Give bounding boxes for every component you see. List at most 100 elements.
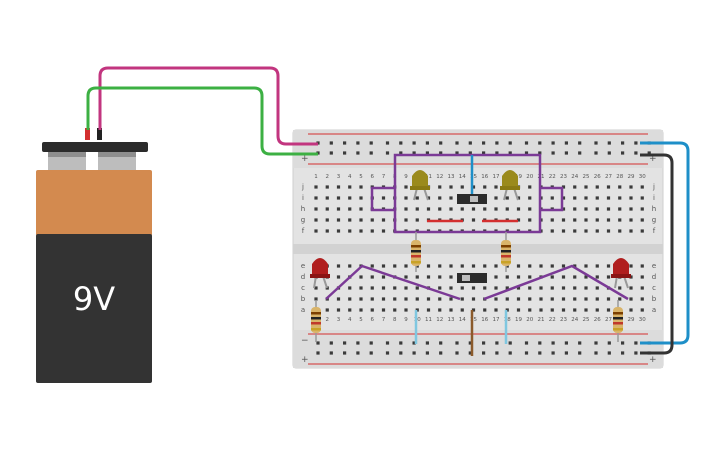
breadboard-hole[interactable] — [438, 297, 442, 301]
breadboard-hole[interactable] — [494, 286, 498, 290]
breadboard-hole[interactable] — [607, 351, 611, 355]
breadboard-hole[interactable] — [415, 275, 419, 279]
breadboard-hole[interactable] — [550, 218, 554, 222]
breadboard-hole[interactable] — [425, 141, 429, 145]
wire-purple-box[interactable] — [393, 153, 542, 234]
breadboard-hole[interactable] — [528, 275, 532, 279]
breadboard-hole[interactable] — [348, 207, 352, 211]
breadboard-hole[interactable] — [471, 185, 476, 189]
breadboard-hole[interactable] — [412, 151, 416, 155]
breadboard-hole[interactable] — [415, 297, 419, 301]
resistor-bottom-right[interactable] — [613, 300, 623, 342]
breadboard-hole[interactable] — [468, 341, 472, 345]
breadboard-hole[interactable] — [471, 286, 476, 290]
breadboard-hole[interactable] — [584, 185, 588, 189]
breadboard-hole[interactable] — [584, 286, 588, 290]
breadboard-hole[interactable] — [399, 351, 403, 355]
breadboard-hole[interactable] — [551, 141, 555, 145]
breadboard-hole[interactable] — [449, 185, 453, 189]
breadboard-hole[interactable] — [528, 297, 532, 301]
breadboard-hole[interactable] — [606, 264, 611, 268]
breadboard-hole[interactable] — [494, 264, 498, 268]
breadboard-hole[interactable] — [439, 151, 443, 155]
breadboard-hole[interactable] — [634, 141, 638, 145]
breadboard-hole[interactable] — [369, 341, 373, 345]
breadboard-hole[interactable] — [343, 351, 347, 355]
breadboard-hole[interactable] — [412, 341, 416, 345]
breadboard-hole[interactable] — [438, 286, 442, 290]
breadboard-hole[interactable] — [621, 341, 625, 345]
breadboard-hole[interactable] — [370, 308, 374, 312]
breadboard-hole[interactable] — [595, 286, 599, 290]
breadboard-hole[interactable] — [505, 264, 509, 268]
breadboard-hole[interactable] — [550, 196, 554, 200]
breadboard-hole[interactable] — [595, 218, 599, 222]
breadboard-hole[interactable] — [539, 286, 543, 290]
breadboard-hole[interactable] — [359, 196, 363, 200]
breadboard-hole[interactable] — [336, 185, 341, 189]
breadboard-hole[interactable] — [564, 141, 568, 145]
breadboard-hole[interactable] — [508, 341, 512, 345]
breadboard-hole[interactable] — [595, 264, 599, 268]
breadboard-hole[interactable] — [404, 286, 408, 290]
breadboard-hole[interactable] — [606, 196, 611, 200]
breadboard-hole[interactable] — [640, 264, 644, 268]
breadboard-hole[interactable] — [325, 229, 329, 233]
breadboard-hole[interactable] — [471, 264, 476, 268]
breadboard-hole[interactable] — [573, 218, 577, 222]
slide-switch-bottom[interactable] — [457, 273, 487, 283]
breadboard-hole[interactable] — [381, 286, 386, 290]
breadboard-hole[interactable] — [640, 207, 644, 211]
breadboard-hole[interactable] — [606, 229, 611, 233]
breadboard-hole[interactable] — [505, 297, 509, 301]
breadboard-hole[interactable] — [336, 218, 341, 222]
breadboard-hole[interactable] — [561, 264, 566, 268]
breadboard-hole[interactable] — [449, 207, 453, 211]
breadboard-hole[interactable] — [629, 286, 633, 290]
breadboard-hole[interactable] — [595, 207, 599, 211]
breadboard-hole[interactable] — [359, 229, 363, 233]
breadboard-hole[interactable] — [573, 229, 577, 233]
battery-9v[interactable]: 9V — [36, 128, 152, 383]
breadboard-hole[interactable] — [468, 141, 472, 145]
breadboard-hole[interactable] — [618, 196, 622, 200]
breadboard-hole[interactable] — [438, 207, 442, 211]
breadboard-hole[interactable] — [564, 151, 568, 155]
breadboard-hole[interactable] — [494, 308, 498, 312]
breadboard-hole[interactable] — [438, 275, 442, 279]
breadboard-hole[interactable] — [606, 218, 611, 222]
breadboard-hole[interactable] — [573, 185, 577, 189]
breadboard-hole[interactable] — [584, 229, 588, 233]
breadboard-hole[interactable] — [314, 196, 318, 200]
breadboard-hole[interactable] — [629, 264, 633, 268]
breadboard-hole[interactable] — [607, 141, 611, 145]
breadboard-hole[interactable] — [621, 351, 625, 355]
breadboard-hole[interactable] — [584, 196, 588, 200]
breadboard-hole[interactable] — [647, 151, 651, 155]
breadboard-hole[interactable] — [640, 297, 644, 301]
breadboard-hole[interactable] — [482, 151, 486, 155]
breadboard-hole[interactable] — [404, 218, 408, 222]
breadboard-hole[interactable] — [385, 351, 390, 355]
breadboard-hole[interactable] — [412, 351, 416, 355]
breadboard-hole[interactable] — [524, 351, 529, 355]
breadboard-hole[interactable] — [595, 196, 599, 200]
breadboard-hole[interactable] — [471, 297, 476, 301]
breadboard-hole[interactable] — [385, 141, 390, 145]
breadboard-hole[interactable] — [369, 351, 373, 355]
breadboard-hole[interactable] — [425, 351, 429, 355]
breadboard-hole[interactable] — [618, 229, 622, 233]
breadboard-hole[interactable] — [573, 275, 577, 279]
breadboard-hole[interactable] — [629, 297, 633, 301]
breadboard-hole[interactable] — [550, 308, 554, 312]
breadboard-hole[interactable] — [381, 218, 386, 222]
breadboard-hole[interactable] — [449, 275, 453, 279]
yellow-led-left[interactable] — [410, 170, 430, 201]
breadboard-hole[interactable] — [640, 185, 644, 189]
breadboard-hole[interactable] — [606, 207, 611, 211]
breadboard-hole[interactable] — [329, 341, 333, 345]
breadboard-hole[interactable] — [370, 286, 374, 290]
wire-purple-right-bracket[interactable] — [540, 186, 564, 212]
breadboard-hole[interactable] — [381, 229, 386, 233]
breadboard-hole[interactable] — [528, 218, 532, 222]
